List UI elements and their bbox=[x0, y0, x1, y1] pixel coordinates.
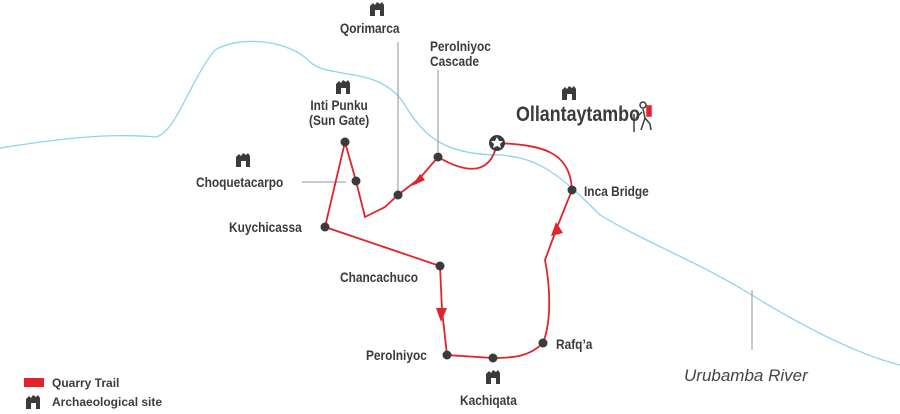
label-urubamba-river: Urubamba River bbox=[684, 366, 808, 385]
legend-trail-label: Quarry Trail bbox=[52, 376, 120, 390]
label-line: Inti Punku bbox=[310, 97, 368, 113]
label-line: Perolniyoc bbox=[430, 38, 491, 54]
direction-arrows bbox=[412, 174, 563, 322]
ruin-icon bbox=[336, 80, 350, 94]
legend-site-label: Archaeological site bbox=[52, 395, 163, 409]
legend-ruin-icon bbox=[26, 395, 40, 409]
label-rafqa: Rafq’a bbox=[556, 336, 593, 352]
ruin-icon bbox=[486, 370, 500, 384]
label-kuychicassa: Kuychicassa bbox=[229, 219, 302, 235]
label-choquetacarpo: Choquetacarpo bbox=[196, 174, 284, 190]
waypoints bbox=[320, 135, 577, 363]
label-line: (Sun Gate) bbox=[309, 112, 370, 128]
ruin-icon bbox=[562, 86, 576, 100]
leader-lines bbox=[302, 42, 753, 350]
legend-trail-swatch bbox=[24, 378, 44, 387]
label-perolniyoc: Perolniyoc bbox=[366, 347, 427, 363]
label-line: Cascade bbox=[430, 53, 479, 69]
hiker-icon bbox=[633, 101, 652, 132]
quarry-trail-route bbox=[323, 138, 573, 359]
label-ollantaytambo: Ollantaytambo bbox=[516, 103, 640, 126]
label-qorimarca: Qorimarca bbox=[340, 20, 400, 36]
label-kachiqata: Kachiqata bbox=[460, 392, 517, 408]
label-inca-bridge: Inca Bridge bbox=[584, 183, 649, 199]
urubamba-river bbox=[0, 40, 900, 366]
ruin-icon bbox=[236, 153, 250, 167]
ruin-icon bbox=[370, 2, 384, 16]
label-chancachuco: Chancachuco bbox=[340, 269, 419, 285]
label-inti-punku: Inti Punku(Sun Gate) bbox=[309, 98, 369, 128]
